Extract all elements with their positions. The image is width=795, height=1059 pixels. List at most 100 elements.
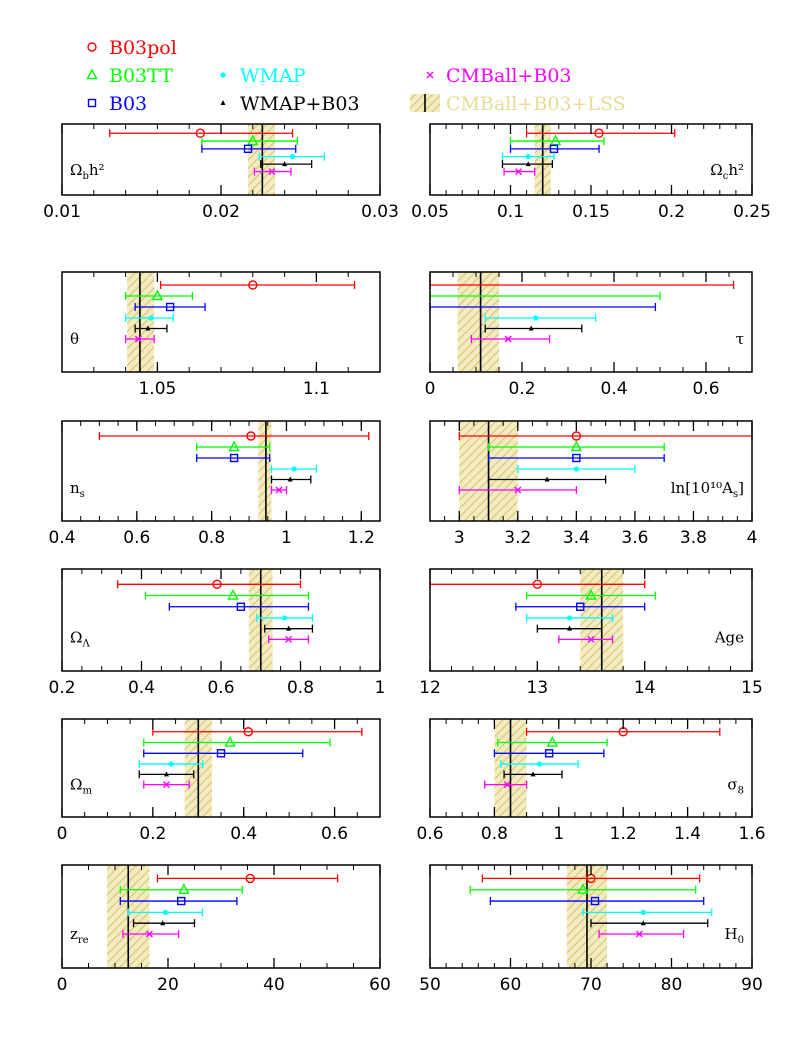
errorbar-wmap <box>270 465 318 473</box>
errorbar-cmball-plus-b03 <box>458 486 578 494</box>
errorbar-marker <box>289 154 296 160</box>
parameter-symbol: ln[10¹⁰A <box>671 479 733 497</box>
tick-label: 0.02 <box>202 202 240 222</box>
errorbar-wmap <box>138 760 204 769</box>
legend-label: WMAP <box>240 65 306 87</box>
legend-label: B03TT <box>109 65 173 87</box>
errorbar-marker <box>246 431 256 441</box>
errorbar-marker <box>544 749 554 758</box>
tick-label: 0.01 <box>43 202 81 222</box>
tick-label: 0.4 <box>600 379 627 399</box>
legend-label: CMBall+B03 <box>446 65 572 87</box>
errorbar-marker <box>134 335 142 343</box>
parameter-subscript: 0 <box>738 935 744 946</box>
tick-label: 0.2 <box>658 202 685 222</box>
errorbar-cmball-plus-b03 <box>143 780 190 789</box>
tick-label: 1.4 <box>674 824 701 844</box>
errorbar-marker <box>243 144 253 154</box>
errorbar-marker <box>160 920 166 926</box>
errorbar-b03tt <box>124 289 194 301</box>
errorbar-marker <box>525 161 531 167</box>
errorbar-b03 <box>489 896 705 906</box>
tick-label: 0.6 <box>692 379 719 399</box>
errorbar-marker <box>163 771 169 777</box>
errorbar-wmap-plus-b03 <box>138 770 195 779</box>
errorbar-marker <box>587 635 595 643</box>
errorbar-marker <box>227 589 239 600</box>
errorbar-marker <box>282 615 288 621</box>
errorbar-marker <box>567 625 573 631</box>
parameter-label: zre <box>70 925 89 946</box>
errorbar-cmball-plus-b03 <box>268 635 310 644</box>
errorbar-b03tt <box>509 134 605 146</box>
panel-frame <box>61 718 381 818</box>
panel-frame <box>429 718 753 818</box>
errorbar-marker <box>178 883 190 894</box>
parameter-subscript: c <box>723 171 729 182</box>
errorbar-wmap <box>517 465 636 473</box>
errorbar-wmap <box>258 152 326 161</box>
tick-label: 0.1 <box>497 202 524 222</box>
tick-label: 0.6 <box>321 824 348 844</box>
errorbar-wmap <box>256 613 314 622</box>
errorbar-marker <box>546 736 559 747</box>
tick-label: 0.4 <box>48 528 75 548</box>
tick-label: 0.8 <box>198 528 225 548</box>
errorbar-marker <box>287 476 293 482</box>
errorbar-marker <box>195 128 206 138</box>
errorbar-marker <box>145 325 151 331</box>
errorbar-marker <box>572 453 581 463</box>
errorbar-b03tt <box>143 736 331 747</box>
tick-label: 0.2 <box>139 824 166 844</box>
tick-label: 80 <box>661 975 683 995</box>
errorbar-wmap-plus-b03 <box>487 475 607 484</box>
parameter-subscript: re <box>78 935 89 946</box>
legend: B03polB03TTB03WMAPWMAP+B03CMBall+B03CMBa… <box>86 37 626 115</box>
errorbar-marker <box>148 315 154 321</box>
errorbar-wmap-plus-b03 <box>270 475 312 484</box>
tick-label: 0 <box>57 975 68 995</box>
parameter-symbol: Ω <box>70 776 82 794</box>
panel-frame <box>61 271 381 373</box>
errorbar-marker <box>635 930 643 938</box>
legend-entry-cmball-plus-b03: CMBall+B03 <box>426 65 572 87</box>
errorbar-marker <box>549 134 562 146</box>
parameter-symbol: n <box>70 479 80 497</box>
legend-label: B03 <box>109 93 147 115</box>
tick-label: 0.2 <box>48 678 75 698</box>
tick-label: 3.4 <box>563 528 590 548</box>
tick-label: 1.2 <box>610 824 637 844</box>
errorbar-wmap <box>484 314 597 322</box>
tick-label: 14 <box>634 678 656 698</box>
legend-entry-wmap-plus-b03: WMAP+B03 <box>220 93 360 115</box>
errorbar-wmap-plus-b03 <box>590 919 709 928</box>
errorbar-marker <box>503 781 511 789</box>
parameter-symbol: τ <box>736 330 744 348</box>
errorbar-b03pol <box>525 128 676 138</box>
errorbar-b03tt <box>487 440 665 452</box>
tick-label: 0.25 <box>733 202 771 222</box>
errorbar-wmap <box>124 314 174 322</box>
errorbar-wmap-plus-b03 <box>134 324 168 333</box>
errorbar-wmap <box>500 760 579 769</box>
tick-label: 3.2 <box>504 528 531 548</box>
tick-label: 0.4 <box>128 678 155 698</box>
parameter-suffix: h² <box>89 161 105 179</box>
parameter-label: σ8 <box>727 776 744 797</box>
legend-marker <box>220 72 226 78</box>
errorbar-wmap-plus-b03 <box>484 324 583 333</box>
parameter-symbol: z <box>70 925 78 943</box>
parameter-label: ΩΛ <box>70 628 90 649</box>
tick-label: 1 <box>281 528 292 548</box>
parameter-label: Ωm <box>70 776 92 797</box>
tick-label: 3.6 <box>621 528 648 548</box>
tick-label: 60 <box>500 975 522 995</box>
errorbar-b03tt <box>196 440 271 452</box>
errorbar-wmap-plus-b03 <box>503 770 563 779</box>
